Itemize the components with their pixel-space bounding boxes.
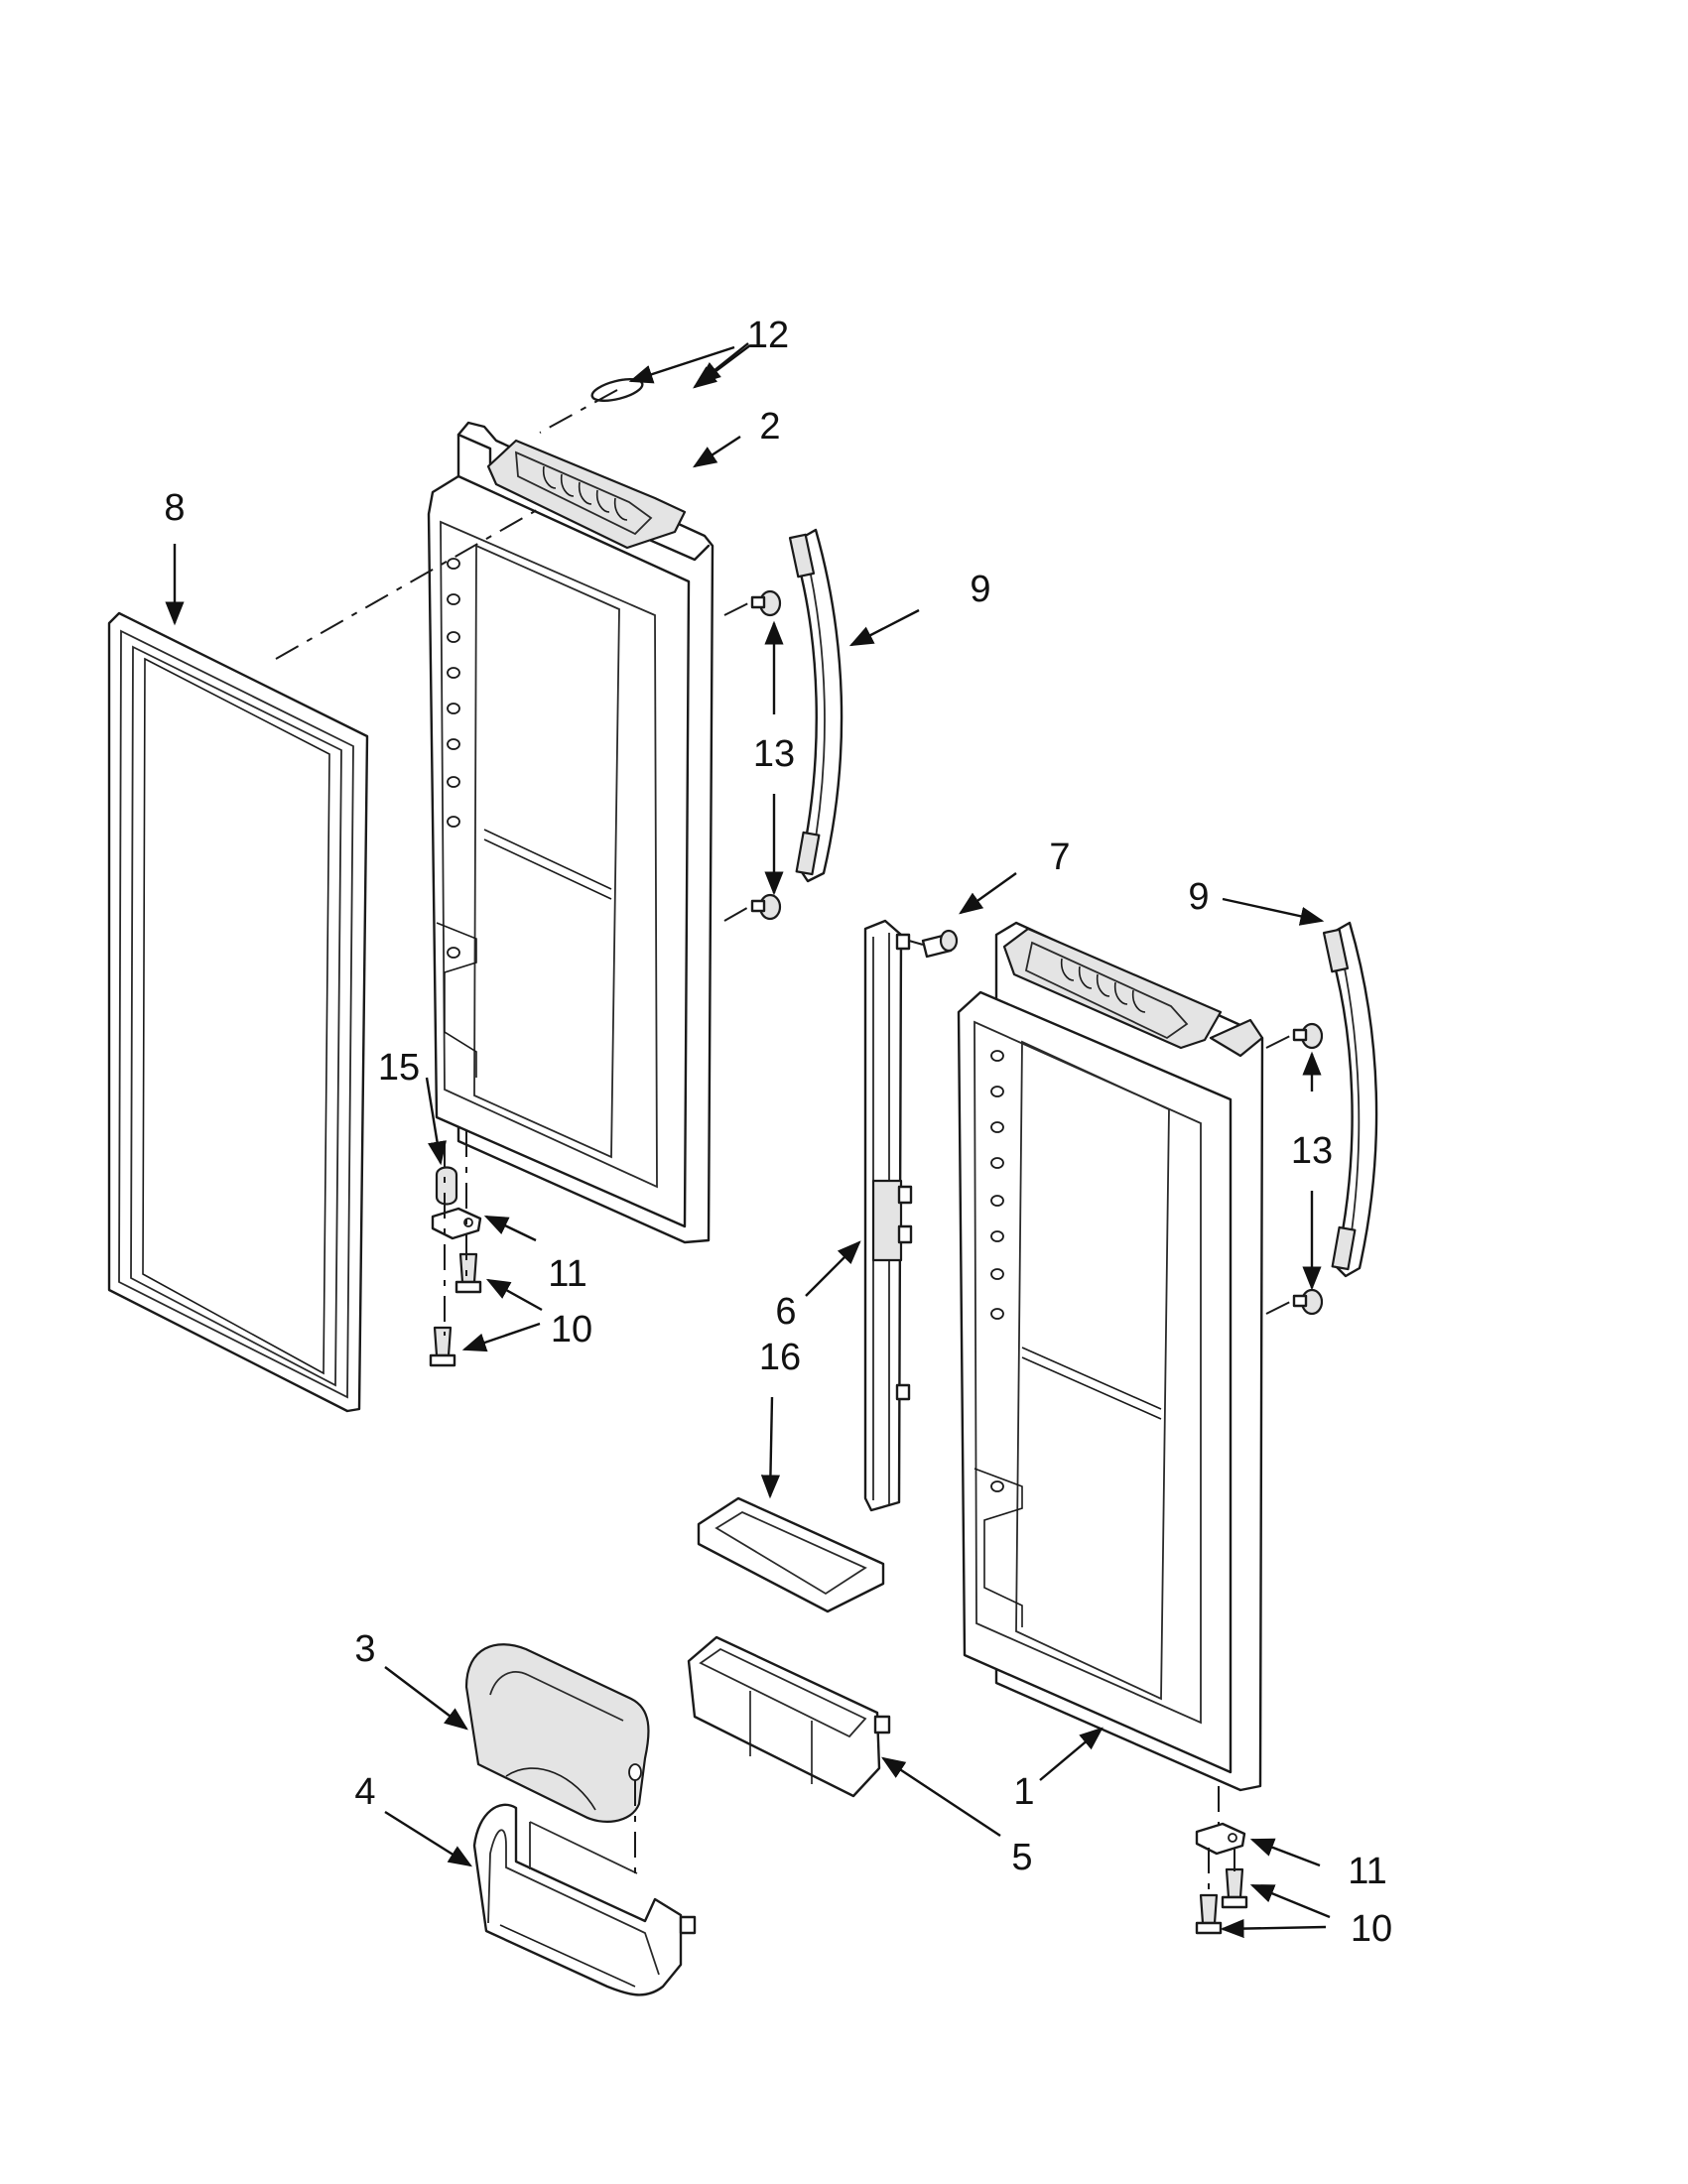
callout-10-left: 10 [551,1309,592,1350]
callout-4: 4 [354,1771,375,1813]
callout-13-left: 13 [753,733,795,775]
callout-15: 15 [378,1047,420,1089]
door-gasket-part [107,611,369,1413]
callout-1: 1 [1013,1771,1034,1813]
right-door-shelf-holes [990,1050,1004,1492]
callout-12: 12 [747,315,789,356]
callout-6: 6 [775,1291,796,1333]
callout-labels: 1 2 3 4 5 6 7 8 9 9 10 10 11 11 12 13 13… [164,315,1392,1950]
door-shelf-small-part [697,1496,885,1613]
callout-9-left: 9 [970,569,990,610]
door-bin-part [687,1635,891,1798]
callout-5: 5 [1011,1837,1032,1878]
left-door-part [427,421,714,1244]
callout-16: 16 [759,1337,801,1378]
callout-10-right: 10 [1351,1908,1392,1950]
callout-11-right: 11 [1348,1851,1386,1892]
callout-13-right: 13 [1291,1130,1333,1172]
assembly-lines [275,389,1295,1895]
hinge-hardware-right [1195,1822,1248,1935]
right-door-vents [1060,958,1146,1013]
left-door-shelf-holes [447,558,460,959]
left-door-vents [542,465,628,521]
callout-9-right: 9 [1188,876,1209,918]
callout-7: 7 [1049,836,1070,878]
hinge-hardware-left [429,1166,482,1367]
mullion-part [863,919,913,1512]
callout-8: 8 [164,487,185,529]
callout-11-left: 11 [548,1253,586,1295]
callout-3: 3 [354,1628,375,1670]
mullion-screw-part [921,929,959,959]
dairy-door-part [464,1643,650,1823]
leader-arrows [165,342,1331,1939]
dairy-bin-part [472,1803,697,1996]
left-handle-part [788,528,844,883]
handle-studs [750,589,1324,1316]
callout-2: 2 [759,406,780,448]
right-handle-part [1322,921,1378,1278]
right-door-part [957,921,1264,1792]
